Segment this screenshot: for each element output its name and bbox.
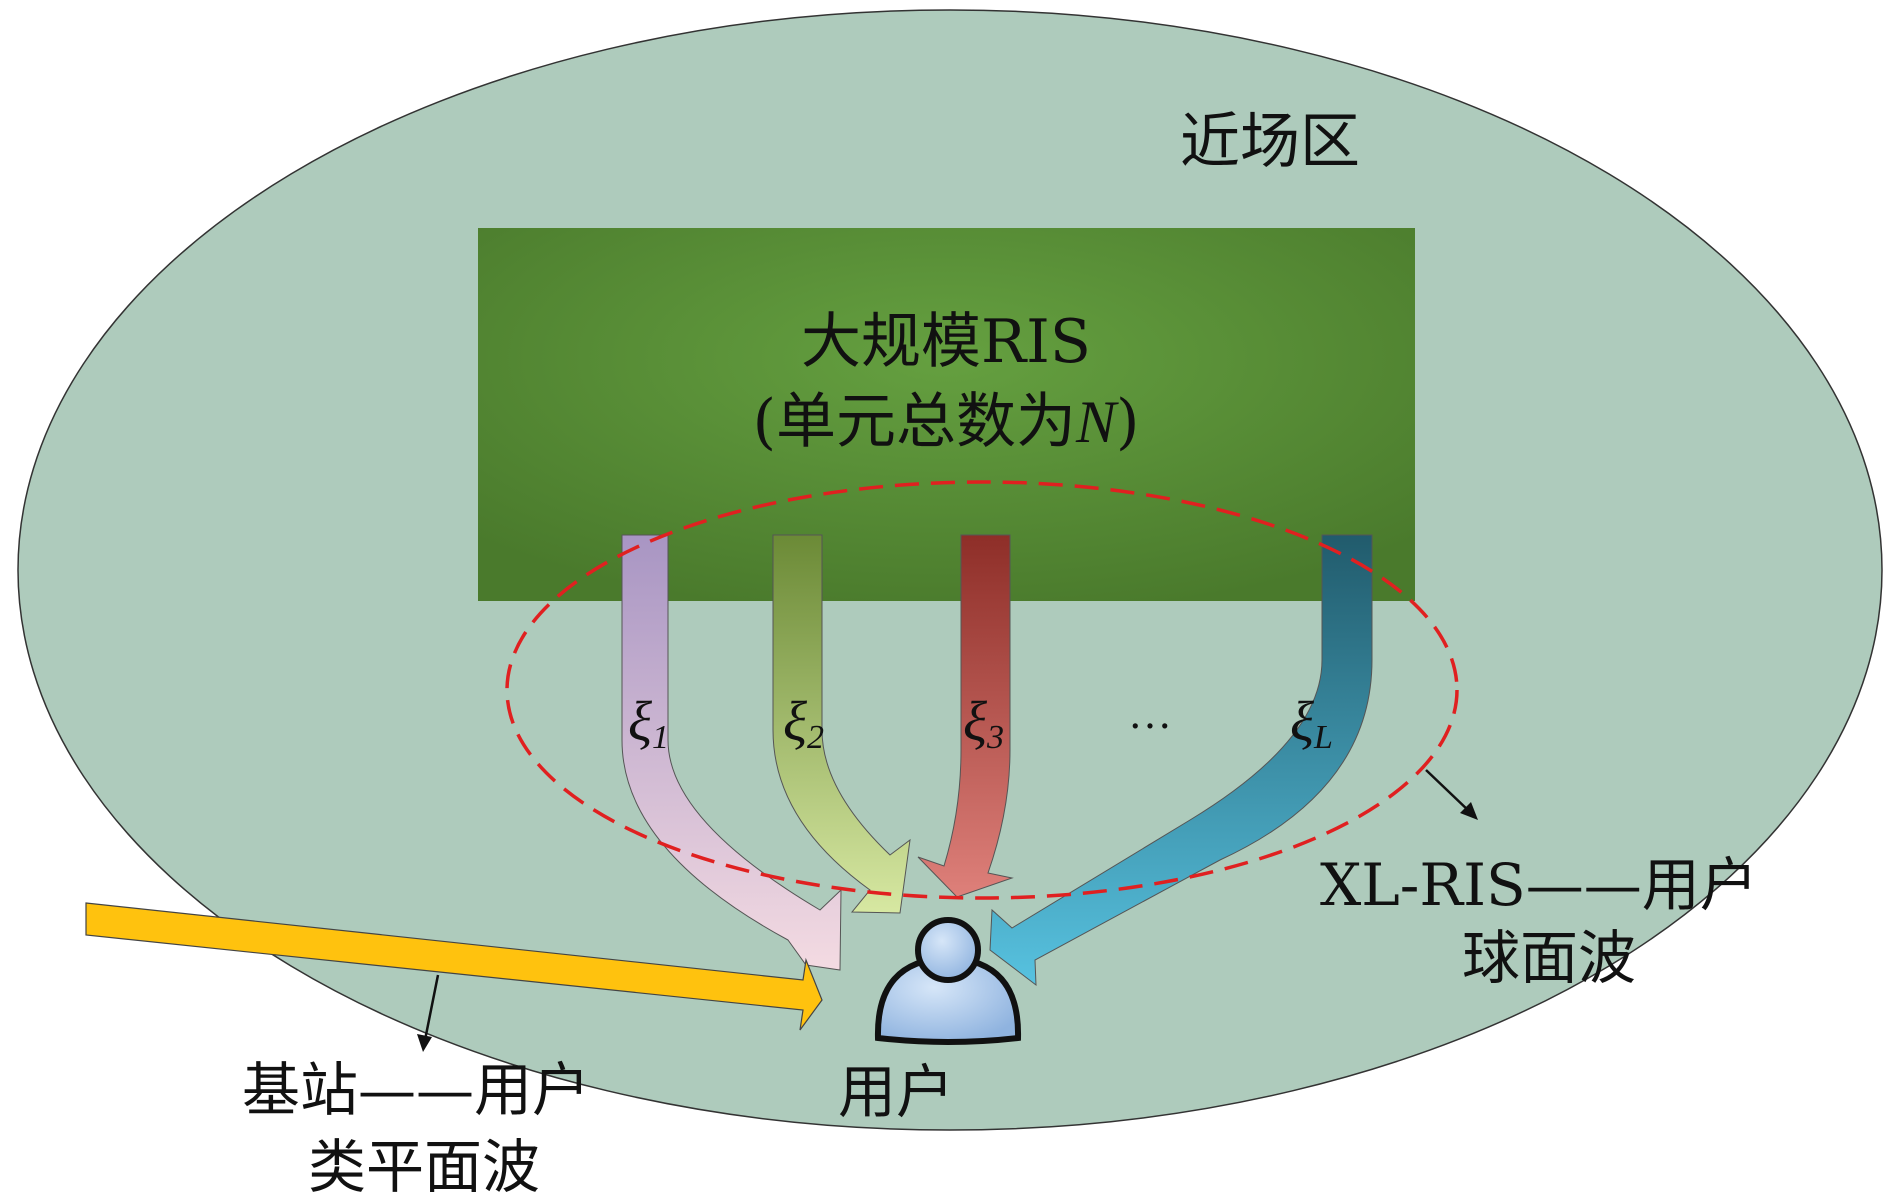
ris-user-boundary [505, 480, 1459, 900]
path-4-symbol: ξ [1290, 691, 1314, 753]
bs-label-line1: 基站——用户 [242, 1056, 590, 1124]
ris-subtitle-open: (单元总数为 [753, 387, 1076, 457]
bs-pointer-head [417, 1034, 432, 1052]
path-ellipsis: … [1128, 689, 1172, 738]
ris-subtitle-close: ) [1116, 387, 1139, 457]
path-arrow-4 [989, 534, 1373, 987]
xl-pointer-head [1460, 802, 1478, 820]
user-label: 用户 [838, 1058, 954, 1126]
xl-ris-label-line1: XL-RIS——用户 [1320, 851, 1758, 919]
plane-wave-arrow [85, 902, 823, 1031]
path-label-2: ξ2 [783, 691, 824, 756]
bs-label-line2: 类平面波 [308, 1133, 540, 1200]
user-icon [874, 917, 1022, 1045]
ris-title: 大规模RIS [801, 307, 1091, 377]
path-arrow-2 [772, 534, 911, 914]
path-label-3: ξ3 [963, 691, 1004, 756]
path-1-symbol: ξ [628, 691, 652, 753]
xl-pointer-line [1425, 769, 1471, 813]
ris-subtitle: (单元总数为N) [753, 387, 1140, 457]
path-3-symbol: ξ [963, 691, 987, 753]
path-arrow-1 [621, 534, 842, 971]
ris-subtitle-var: N [1075, 389, 1119, 455]
path-2-symbol: ξ [783, 691, 807, 753]
path-arrow-3 [917, 534, 1014, 898]
path-3-sub: 3 [986, 719, 1004, 756]
bs-pointer-line [423, 974, 440, 1041]
xl-ris-label-line2: 球面波 [1462, 924, 1636, 992]
path-2-sub: 2 [807, 719, 824, 756]
path-label-1: ξ1 [628, 691, 669, 756]
path-1-sub: 1 [652, 719, 669, 756]
near-field-label: 近场区 [1180, 107, 1360, 177]
path-4-sub: L [1313, 719, 1333, 756]
path-label-4: ξL [1290, 691, 1333, 756]
